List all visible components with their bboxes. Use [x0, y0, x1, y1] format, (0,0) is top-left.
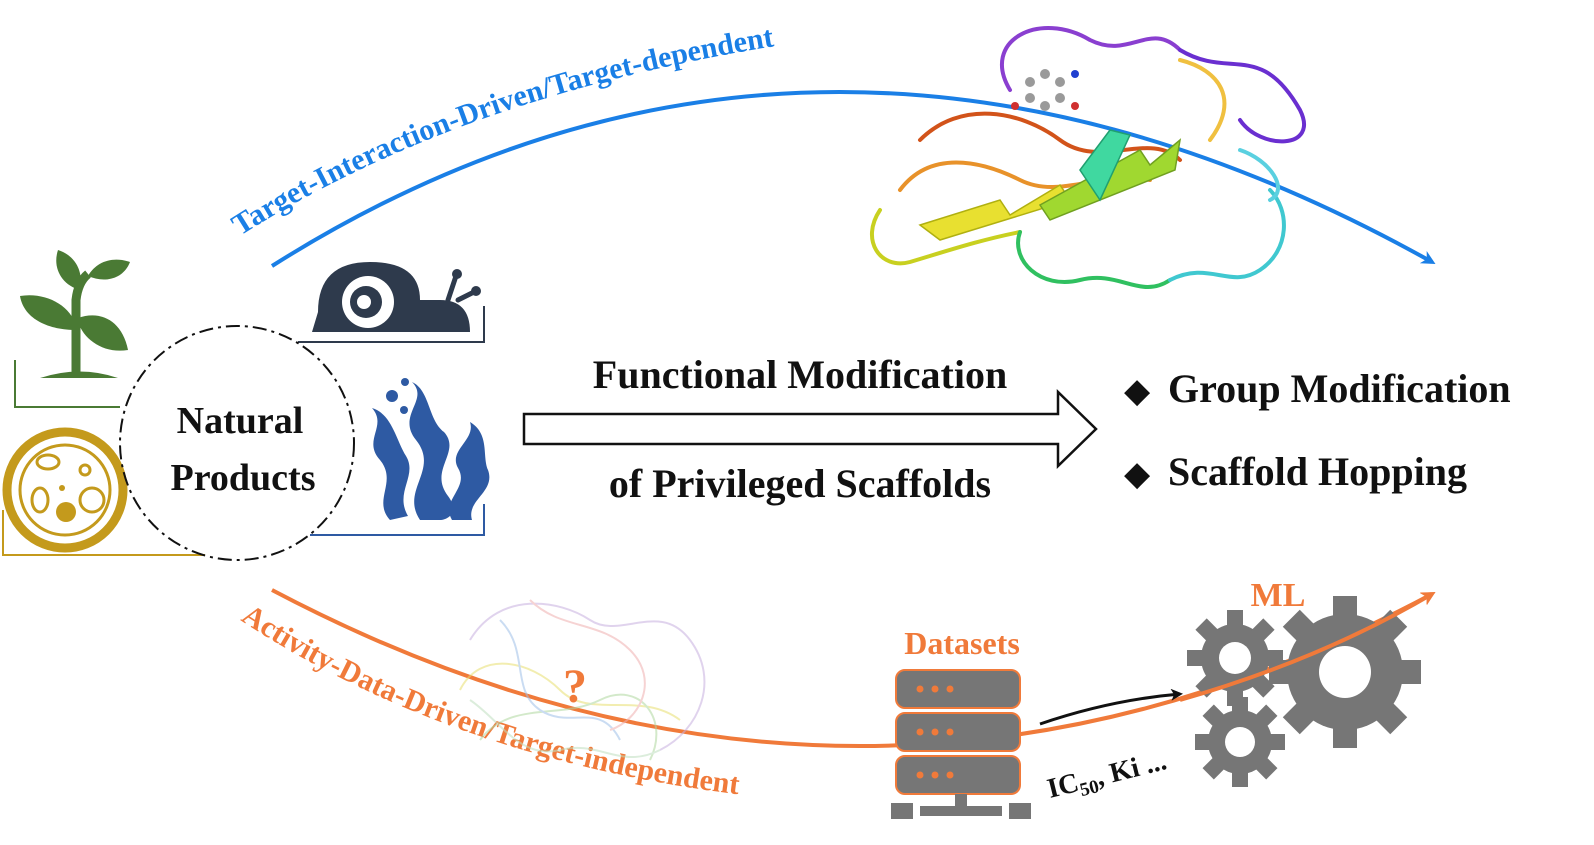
unknown-target-protein-icon: [459, 599, 706, 761]
ml-gears-icon: [1187, 596, 1421, 787]
target-dependent-label: Target-Interaction-Driven/Target-depende…: [226, 21, 776, 242]
target-independent-label: Activity-Data-Driven/Target-independent: [236, 598, 741, 801]
ligand-molecule-icon: [1011, 69, 1079, 111]
data-to-ml-arrow: [1039, 688, 1183, 726]
microbe-dish-icon: [2, 427, 205, 556]
natural-products-circle: [119, 325, 355, 561]
unknown-target-question-mark: ?: [563, 660, 587, 713]
strategy-bullet: ◆: [1124, 373, 1151, 410]
snail-icon: [298, 262, 485, 343]
plant-icon: [14, 250, 130, 408]
seaweed-icon: [310, 378, 490, 536]
strategy-bullet: ◆: [1124, 456, 1151, 493]
target-dependent-arc: [270, 90, 1436, 268]
strategy-label: Group Modification: [1168, 366, 1511, 411]
protein-structure-icon: [869, 26, 1306, 290]
strategy-label: Scaffold Hopping: [1168, 449, 1467, 494]
natural-products-label-line2: Products: [171, 457, 316, 499]
target-independent-arc-overlay: [1179, 591, 1436, 702]
datasets-label: Datasets: [904, 625, 1020, 661]
natural-products-label-line1: Natural: [177, 400, 304, 442]
arrow-label-line2: of Privileged Scaffolds: [609, 461, 991, 506]
arrow-label-line1: Functional Modification: [593, 352, 1007, 397]
database-server-icon: [891, 669, 1031, 819]
activity-metrics-label: IC50, Ki ...: [1044, 745, 1171, 808]
strategy-scaffold-hopping: ◆ Scaffold Hopping: [1124, 449, 1467, 494]
strategy-group-modification: ◆ Group Modification: [1124, 366, 1511, 411]
modification-arrow: [522, 389, 1098, 469]
ml-label: ML: [1251, 577, 1306, 614]
